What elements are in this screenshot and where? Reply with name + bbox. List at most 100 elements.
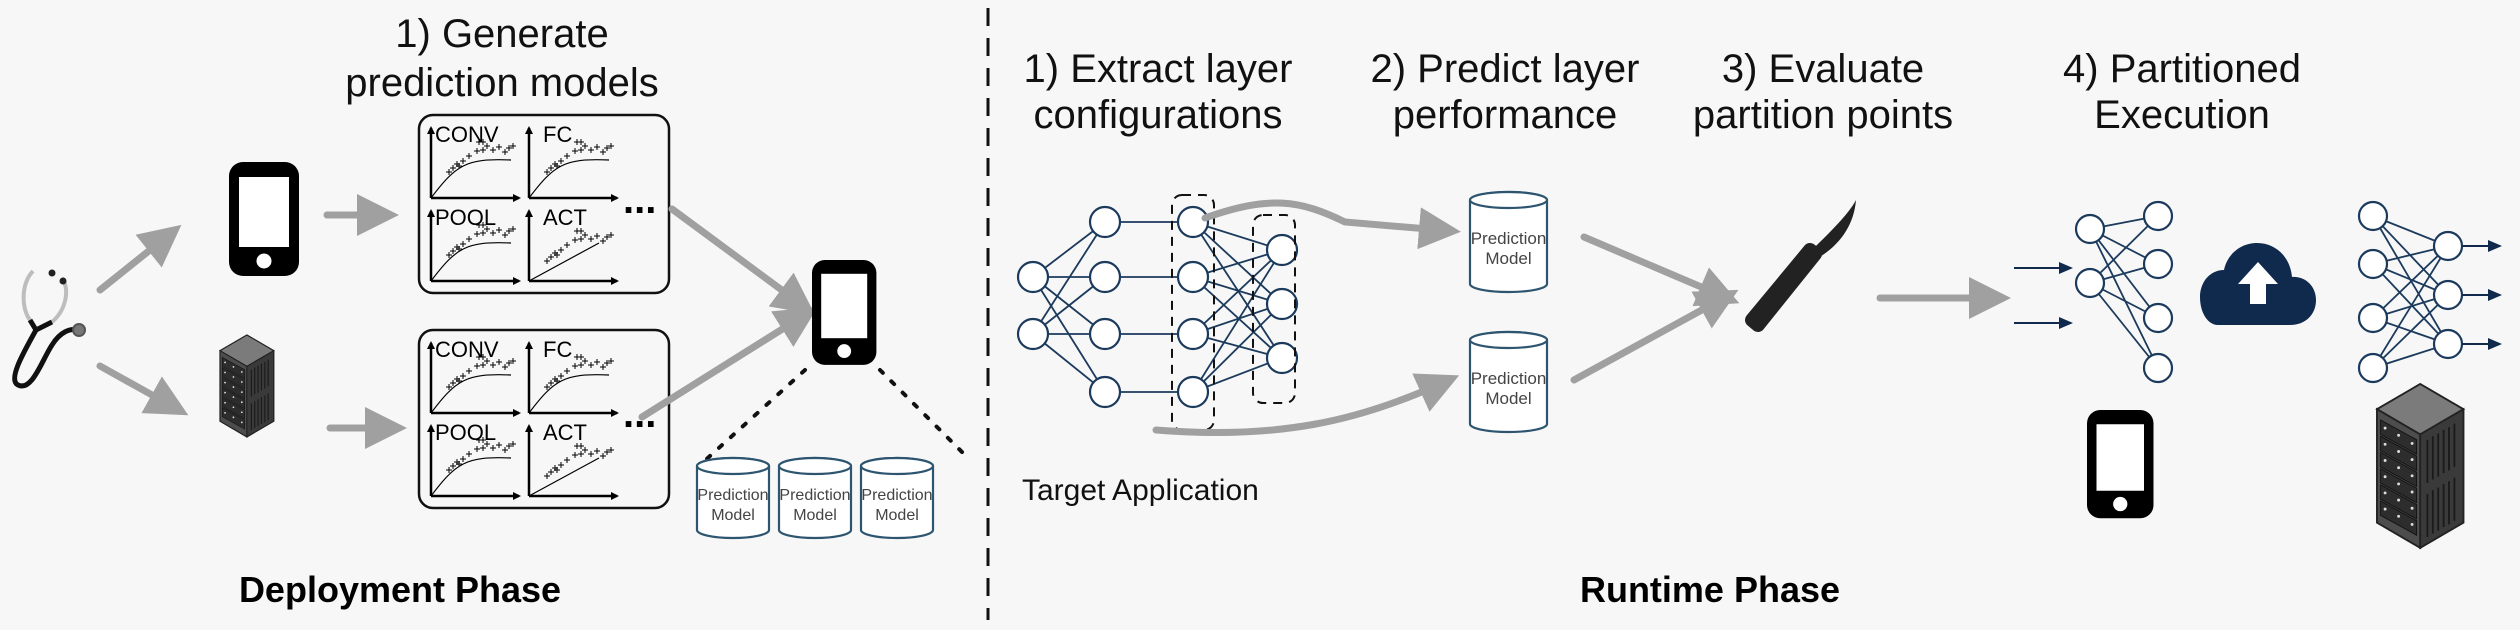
network-edge	[1192, 249, 1283, 335]
data-point	[474, 446, 480, 452]
network-edge	[1032, 221, 1106, 335]
data-point	[474, 363, 480, 369]
data-point	[578, 443, 584, 449]
data-point	[510, 358, 516, 364]
network-edge	[1192, 249, 1283, 393]
data-point	[608, 447, 614, 453]
data-point	[474, 231, 480, 237]
runtime-step3-line1: 3) Evaluate	[1722, 47, 1924, 91]
data-point	[544, 473, 550, 479]
network-edge	[2089, 282, 2159, 369]
data-point	[480, 362, 486, 368]
data-point	[456, 461, 462, 467]
data-point	[484, 226, 490, 232]
data-point	[572, 452, 578, 458]
ellipsis-1: ...	[623, 178, 656, 222]
mini-plot-act: ACT	[525, 205, 619, 285]
plot-label: FC	[543, 122, 572, 147]
runtime-step1-line1: 1) Extract layer	[1024, 47, 1293, 91]
fit-curve	[430, 457, 512, 497]
data-point	[554, 378, 560, 384]
data-point	[450, 248, 456, 254]
data-point	[594, 448, 600, 454]
fit-curve	[430, 374, 512, 414]
fit-curve	[528, 374, 610, 414]
network-node	[1265, 341, 1299, 375]
network-node	[1088, 205, 1122, 239]
runtime-smartphone-icon	[2087, 410, 2154, 519]
runtime-step1-line2: configurations	[1033, 93, 1282, 137]
plot-label: FC	[543, 337, 572, 362]
data-point	[484, 441, 490, 447]
cylinder-top	[695, 456, 771, 476]
network-node	[1088, 375, 1122, 409]
prediction-model-label-line1: Prediction	[861, 487, 932, 504]
data-point	[506, 228, 512, 234]
plot-group-box	[417, 328, 671, 510]
fit-curve	[528, 242, 600, 282]
step1-title-line2: prediction models	[345, 61, 659, 105]
mini-plot-pool: POOL	[427, 420, 521, 500]
data-point	[506, 145, 512, 151]
data-point	[582, 232, 588, 238]
network-node	[2074, 213, 2106, 245]
data-point	[578, 228, 584, 234]
data-point	[600, 364, 606, 370]
data-point	[480, 139, 486, 145]
data-point	[480, 354, 486, 360]
fit-curve	[528, 159, 610, 199]
data-point	[572, 237, 578, 243]
arrow-layer-to-model-2	[1152, 373, 1460, 437]
arrow-plots2-to-phone	[638, 306, 818, 421]
mini-plot-fc: FC	[525, 122, 619, 202]
data-point	[604, 360, 610, 366]
deployment-phase-label: Deployment Phase	[239, 569, 561, 610]
data-point	[466, 368, 472, 374]
network-node	[2357, 248, 2389, 280]
data-point	[502, 232, 508, 238]
prediction-model-label-line1: Prediction	[697, 487, 768, 504]
data-point	[588, 362, 594, 368]
data-point	[548, 165, 554, 171]
data-point	[496, 144, 502, 150]
data-point	[506, 443, 512, 449]
data-point	[446, 467, 452, 473]
network-node	[2074, 267, 2106, 299]
data-point	[460, 456, 466, 462]
network-node	[2357, 352, 2389, 384]
runtime-phase-label: Runtime Phase	[1580, 569, 1840, 610]
prediction-model-label-line1: Prediction	[779, 487, 850, 504]
data-point	[450, 165, 456, 171]
prediction-model-label-line1: Prediction	[1471, 369, 1547, 388]
runtime-step2-line2: performance	[1393, 93, 1618, 137]
data-point	[460, 241, 466, 247]
data-point	[578, 139, 584, 145]
plot-label: ACT	[543, 205, 587, 230]
fit-curve	[430, 159, 512, 199]
runtime-step4-line2: Execution	[2094, 93, 2270, 137]
data-point	[608, 232, 614, 238]
prediction-model-label-line1: Prediction	[1471, 229, 1547, 248]
network-node	[2357, 302, 2389, 334]
cylinder-top	[1468, 190, 1549, 210]
fit-curve	[430, 242, 512, 282]
plot-label: CONV	[435, 337, 499, 362]
network-node	[1265, 287, 1299, 321]
network-node	[2357, 200, 2389, 232]
data-point	[588, 147, 594, 153]
data-point	[558, 158, 564, 164]
arrow-layer-to-model-1	[1201, 199, 1461, 250]
arrow-to-server	[96, 362, 189, 416]
central-smartphone-icon	[812, 260, 877, 365]
network-node	[2432, 328, 2464, 360]
data-point	[490, 230, 496, 236]
dotted-link-left	[698, 368, 807, 467]
plot-label: POOL	[435, 205, 496, 230]
server-partition-network	[2357, 200, 2502, 384]
network-node	[2142, 200, 2174, 232]
mini-plot-act: ACT	[525, 420, 619, 500]
data-point	[564, 457, 570, 463]
